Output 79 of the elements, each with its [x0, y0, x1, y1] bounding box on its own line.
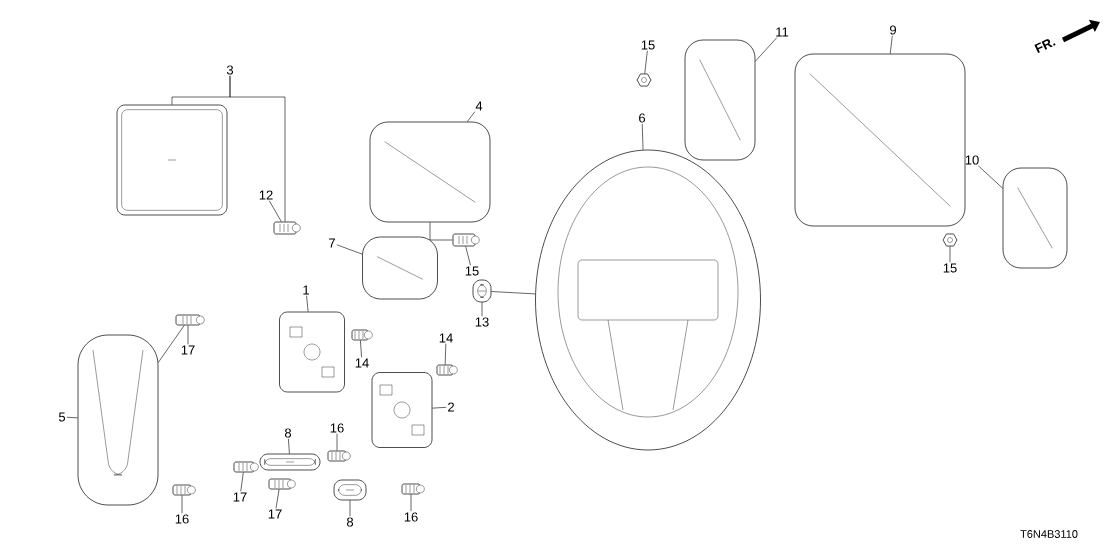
bolt-drawing — [273, 221, 301, 235]
leader-line — [275, 489, 280, 509]
leader-line — [288, 438, 290, 454]
callout-number: 14 — [355, 358, 369, 368]
leader-line — [641, 123, 644, 151]
wire-harness-drawing — [369, 121, 491, 223]
leader-line — [187, 325, 189, 345]
switch-drawing — [279, 311, 345, 393]
clip-drawing — [472, 279, 492, 303]
callout-number: 12 — [259, 190, 273, 200]
leader-line — [644, 50, 648, 74]
leader-line — [349, 500, 351, 517]
cover-drawing — [794, 53, 966, 227]
leader-line — [889, 35, 893, 54]
leader-line — [240, 472, 244, 492]
drawing-code: T6N4B3110 — [1020, 530, 1078, 538]
callout-number: 9 — [890, 25, 896, 35]
callout-number: 8 — [346, 517, 354, 527]
airbag-drawing — [116, 104, 228, 216]
leader-line — [269, 200, 282, 222]
leader-line — [429, 222, 453, 241]
callout-number: 17 — [233, 492, 247, 502]
steering-wheel-drawing — [535, 149, 761, 451]
screw-drawing — [233, 461, 259, 473]
leader-line — [410, 494, 412, 512]
leader-line — [181, 495, 183, 514]
leader-line — [444, 343, 447, 365]
screw-drawing — [436, 364, 458, 376]
callout-number: 3 — [226, 65, 234, 75]
callout-number: 16 — [175, 514, 189, 524]
callout-number: 15 — [943, 263, 957, 273]
callout-number: 16 — [404, 512, 418, 522]
bracket-drawing — [362, 236, 438, 300]
leader-line — [978, 165, 1003, 189]
callout-number: 14 — [439, 333, 453, 343]
nut-drawing — [636, 73, 652, 87]
leader-line — [465, 246, 471, 266]
screw-drawing — [268, 478, 296, 490]
leader-line — [467, 111, 476, 122]
bracket-drawing — [333, 479, 367, 501]
paddle-switch-drawing — [1002, 167, 1068, 269]
leader-line — [360, 340, 362, 358]
callout-number: 17 — [181, 345, 195, 355]
leader-line — [336, 433, 338, 451]
callout-number: 16 — [330, 423, 344, 433]
leader-line — [432, 407, 447, 409]
nut-drawing — [942, 233, 958, 247]
callout-number: 1 — [303, 285, 309, 295]
leader-line — [158, 325, 185, 363]
leader-line — [949, 246, 951, 263]
switch-drawing — [371, 372, 433, 448]
screw-drawing — [172, 484, 196, 496]
callout-number: 7 — [329, 238, 335, 248]
callout-number: 8 — [284, 428, 292, 438]
callout-number: 17 — [268, 509, 282, 519]
screw-drawing — [327, 450, 351, 462]
bolt-drawing — [452, 233, 480, 247]
leader-line — [336, 244, 363, 255]
callout-number: 15 — [641, 40, 655, 50]
callout-number: 2 — [448, 402, 454, 412]
leader-line — [229, 75, 286, 222]
callout-number: 5 — [58, 412, 66, 422]
trim-cover-drawing — [77, 334, 159, 506]
screw-drawing — [351, 329, 373, 341]
leader-line — [755, 37, 778, 62]
leader-line — [491, 291, 536, 295]
leader-line — [306, 295, 309, 312]
callout-number: 13 — [475, 317, 489, 327]
paddle-switch-drawing — [684, 39, 756, 161]
callout-number: 6 — [639, 113, 646, 123]
screw-drawing — [175, 314, 205, 326]
callout-number: 15 — [465, 266, 479, 276]
leader-line — [481, 302, 483, 317]
callout-number: 11 — [776, 27, 789, 37]
direction-label: FR. — [1034, 39, 1056, 54]
callout-number: 10 — [965, 155, 979, 165]
callout-number: 4 — [475, 101, 483, 111]
screw-drawing — [401, 483, 425, 495]
leader-line — [66, 416, 78, 419]
